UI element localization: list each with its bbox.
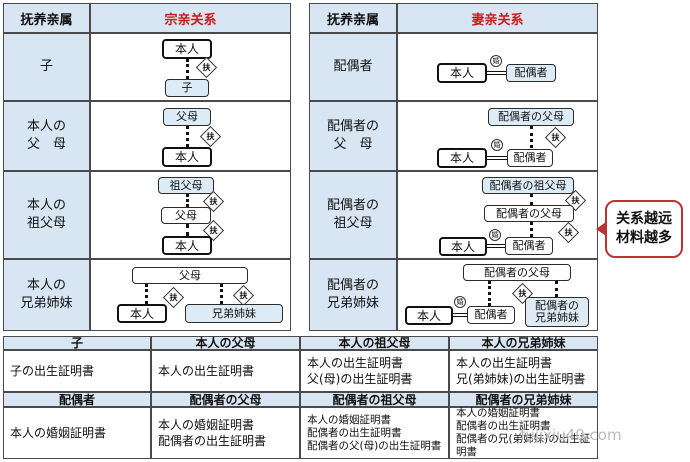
spouse-grandparents-box: 配偶者の祖父母 [482, 177, 574, 194]
self-box: 本人 [162, 147, 212, 167]
left-col2-header: 宗亲关系 [90, 3, 291, 33]
self-box: 本人 [162, 39, 212, 59]
right-col1-header: 抚养亲属 [309, 3, 397, 33]
marriage-tag: 婚 [489, 229, 501, 241]
spouse-box: 配偶者 [505, 237, 553, 255]
doc-cell: 本人の出生証明書 [151, 350, 300, 392]
right-row-diagram-spouse [397, 33, 598, 101]
spouse-box: 配偶者 [506, 64, 556, 82]
doc-header: 本人の祖父母 [300, 336, 449, 350]
marriage-tag: 婚 [490, 55, 502, 67]
callout-line-2: 材料越多 [616, 230, 672, 246]
lineage-line [186, 126, 189, 147]
doc-line: 配偶者の出生証明書 [307, 426, 402, 439]
parents-box: 父母 [132, 267, 248, 284]
doc-line: 本人の出生証明書 [158, 364, 255, 378]
child-box: 子 [165, 79, 209, 97]
callout-note: 关系越远 材料越多 [605, 200, 683, 258]
doc-header: 本人の父母 [151, 336, 300, 350]
self-box: 本人 [437, 148, 487, 168]
marriage-line [487, 156, 507, 160]
right-row-label-spouse-siblings: 配偶者の 兄弟姉妹 [309, 259, 397, 331]
watermark: fujixiu40.com [520, 426, 622, 444]
right-row-label-spouse-parents: 配偶者の 父 母 [309, 101, 397, 171]
doc-cell: 本人の出生証明書 父(母)の出生証明書 [300, 350, 449, 392]
siblings-box: 兄弟姉妹 [185, 304, 283, 323]
doc-header: 本人の兄弟姉妹 [449, 336, 598, 350]
self-box: 本人 [405, 306, 453, 325]
spouse-siblings-box: 配偶者の 兄弟姉妹 [525, 297, 589, 327]
doc-line: 子の出生証明書 [10, 364, 95, 378]
grandparents-box: 祖父母 [158, 177, 214, 194]
doc-line: 本人の婚姻証明書 [307, 413, 391, 426]
marriage-tag: 婚 [491, 139, 503, 151]
doc-line: 本人の婚姻証明書 [158, 418, 255, 432]
marriage-tag: 婚 [454, 296, 466, 308]
right-col2-header: 妻亲关系 [397, 3, 598, 33]
lineage-line [186, 194, 189, 207]
lineage-line [530, 194, 533, 205]
left-row-label-grandparents: 本人の 祖父母 [3, 171, 90, 259]
left-row-label-parents: 本人の 父 母 [3, 101, 90, 171]
marriage-line [453, 313, 467, 317]
doc-cell: 子の出生証明書 [3, 350, 151, 392]
doc-cell: 本人の婚姻証明書 配偶者の出生証明書 配偶者の兄(弟姉妹)の出生証明書 [449, 407, 598, 459]
doc-cell: 本人の婚姻証明書 [3, 407, 151, 459]
doc-cell: 本人の婚姻証明書 配偶者の出生証明書 [151, 407, 300, 459]
doc-line: 本人の婚姻証明書 [456, 407, 540, 419]
lineage-line [186, 224, 189, 236]
doc-line: 配偶者の出生証明書 [158, 434, 267, 448]
right-row-label-spouse: 配偶者 [309, 33, 397, 101]
doc-line: 本人の婚姻証明書 [10, 426, 107, 440]
spouse-parents-box: 配偶者の父母 [463, 264, 571, 281]
doc-cell: 本人の出生証明書 兄(弟姉妹)の出生証明書 [449, 350, 598, 392]
doc-cell: 本人の婚姻証明書 配偶者の出生証明書 配偶者の父(母)の出生証明書 [300, 407, 449, 459]
parents-box: 父母 [161, 207, 211, 224]
marriage-line [487, 244, 505, 248]
spouse-box: 配偶者 [467, 306, 515, 324]
doc-line: 本人の出生証明書 [307, 356, 404, 370]
doc-line: 本人の出生証明書 [456, 356, 553, 370]
doc-line: 配偶者の兄(弟姉妹)の出生証明書 [456, 433, 591, 458]
self-box: 本人 [439, 237, 487, 256]
lineage-line [186, 59, 189, 79]
self-box: 本人 [117, 304, 167, 323]
lineage-line [530, 222, 533, 237]
parents-box: 父母 [163, 108, 211, 126]
lineage-line [145, 284, 148, 304]
left-col1-header: 抚养亲属 [3, 3, 90, 33]
right-row-label-spouse-grandparents: 配偶者の 祖父母 [309, 171, 397, 259]
left-row-label-child: 子 [3, 33, 90, 101]
spouse-parents-box: 配偶者の父母 [484, 205, 574, 222]
spouse-box: 配偶者 [507, 149, 553, 167]
doc-line: 配偶者の父(母)の出生証明書 [307, 439, 442, 452]
doc-line: 兄(弟姉妹)の出生証明書 [456, 372, 586, 386]
self-box: 本人 [162, 236, 212, 255]
marriage-line [487, 71, 506, 75]
lineage-line [220, 284, 223, 304]
doc-line: 配偶者の出生証明書 [456, 420, 551, 432]
callout-pointer [596, 222, 606, 236]
doc-header: 配偶者 [3, 392, 151, 407]
lineage-line [555, 281, 558, 297]
self-box: 本人 [437, 63, 487, 83]
lineage-line [488, 281, 491, 306]
doc-line: 父(母)の出生証明書 [307, 372, 413, 386]
left-row-label-siblings: 本人の 兄弟姉妹 [3, 259, 90, 331]
doc-header: 配偶者の父母 [151, 392, 300, 407]
callout-line-1: 关系越远 [616, 211, 672, 227]
doc-header: 配偶者の兄弟姉妹 [449, 392, 598, 407]
doc-header: 配偶者の祖父母 [300, 392, 449, 407]
lineage-line [530, 126, 533, 148]
spouse-parents-box: 配偶者の父母 [488, 108, 574, 126]
doc-header: 子 [3, 336, 151, 350]
